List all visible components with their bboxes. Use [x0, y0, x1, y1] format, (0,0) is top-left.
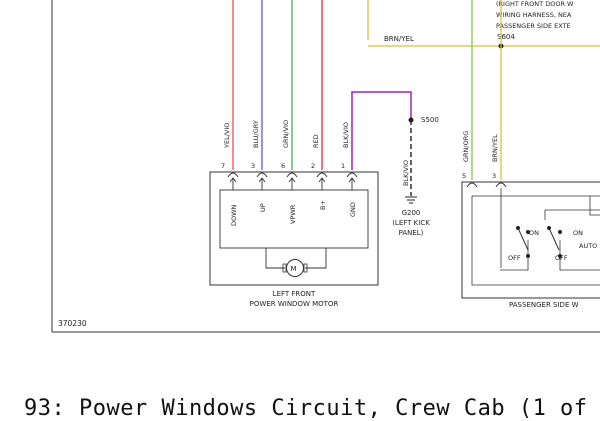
- motor-title-line1: LEFT FRONT: [273, 290, 316, 298]
- motor-feed-lines: [265, 248, 285, 269]
- figure-caption: 93: Power Windows Circuit, Crew Cab (1 o…: [24, 396, 588, 421]
- switch-internal-lines: [500, 188, 600, 271]
- ground-wire-label: BLK/VIO: [402, 160, 410, 186]
- wire-label-red: RED: [312, 134, 320, 148]
- motor-icon-letter: M: [291, 265, 297, 273]
- pin-number-3: 3: [251, 162, 255, 170]
- splice-s500-label: S500: [421, 116, 439, 124]
- motor-brush-left: [282, 263, 287, 273]
- motor-connector-pins: [227, 172, 358, 178]
- motor-outer-box: [209, 171, 379, 286]
- wire-label-blu-gry: BLU/GRY: [252, 120, 260, 148]
- terminal-label-gnd: GND: [349, 202, 357, 217]
- terminal-label-bplus: B+: [319, 200, 327, 210]
- pin-number-5: 5: [462, 172, 466, 180]
- splice-s604-label: S604: [497, 33, 515, 41]
- pin-number-3-switch: 3: [492, 172, 496, 180]
- diagram-id-label: 370230: [58, 319, 87, 328]
- ground-label-line2: (LEFT KICK: [392, 219, 430, 227]
- switch-outer-box: [461, 181, 600, 299]
- ground-label-line3: PANEL): [399, 229, 424, 237]
- ground-label-line1: G200: [402, 209, 421, 217]
- wire-label-yel-vio: YEL/VIO: [223, 123, 231, 149]
- motor-terminal-arrows: [229, 177, 356, 190]
- top-note-line1: (RIGHT FRONT DOOR W: [496, 0, 574, 8]
- switch-connector-pins: [466, 182, 507, 188]
- wire-label-brn-yel: BRN/YEL: [491, 134, 499, 162]
- pin-number-2: 2: [311, 162, 315, 170]
- terminal-label-up: UP: [259, 203, 267, 212]
- pin-number-6: 6: [281, 162, 285, 170]
- wire-blk-vio-gnd: [351, 91, 412, 170]
- wire-top-label: BRN/YEL: [384, 35, 414, 43]
- motor-return-lines: [305, 248, 327, 269]
- motor-icon: [286, 259, 304, 277]
- wire-label-grn-vio: GRN/VIO: [282, 120, 290, 148]
- wire-label-blk-vio: BLK/VIO: [342, 122, 350, 148]
- top-note-line2: WIRING HARNESS, NEA: [496, 11, 572, 19]
- terminal-label-vpwr: VPWR: [289, 204, 297, 224]
- pin-number-7: 7: [221, 162, 225, 170]
- wiring-diagram: 370230 YEL/VIO BLU/GRY GRN/VIO RED BLK/V…: [51, 0, 600, 333]
- switch-inner-box: [471, 195, 600, 286]
- top-note-line3: PASSENGER SIDE EXTE: [496, 22, 571, 30]
- motor-title-line2: POWER WINDOW MOTOR: [250, 300, 339, 308]
- switch-state-on-1: ON: [529, 229, 539, 237]
- motor-brush-right: [303, 263, 308, 273]
- wire-label-grn-org: GRN/ORG: [462, 131, 470, 162]
- switch-title: PASSENGER SIDE W: [509, 301, 579, 309]
- switch-contacts: [515, 225, 563, 259]
- switch-state-off-2: OFF: [555, 254, 568, 262]
- pin-number-1: 1: [341, 162, 345, 170]
- motor-inner-box: [219, 189, 369, 249]
- switch-state-on-2: ON: [573, 229, 583, 237]
- switch-state-off-1: OFF: [508, 254, 521, 262]
- ground-icon: [405, 196, 417, 204]
- switch-state-auto: AUTO: [579, 242, 597, 250]
- terminal-label-down: DOWN: [230, 204, 238, 226]
